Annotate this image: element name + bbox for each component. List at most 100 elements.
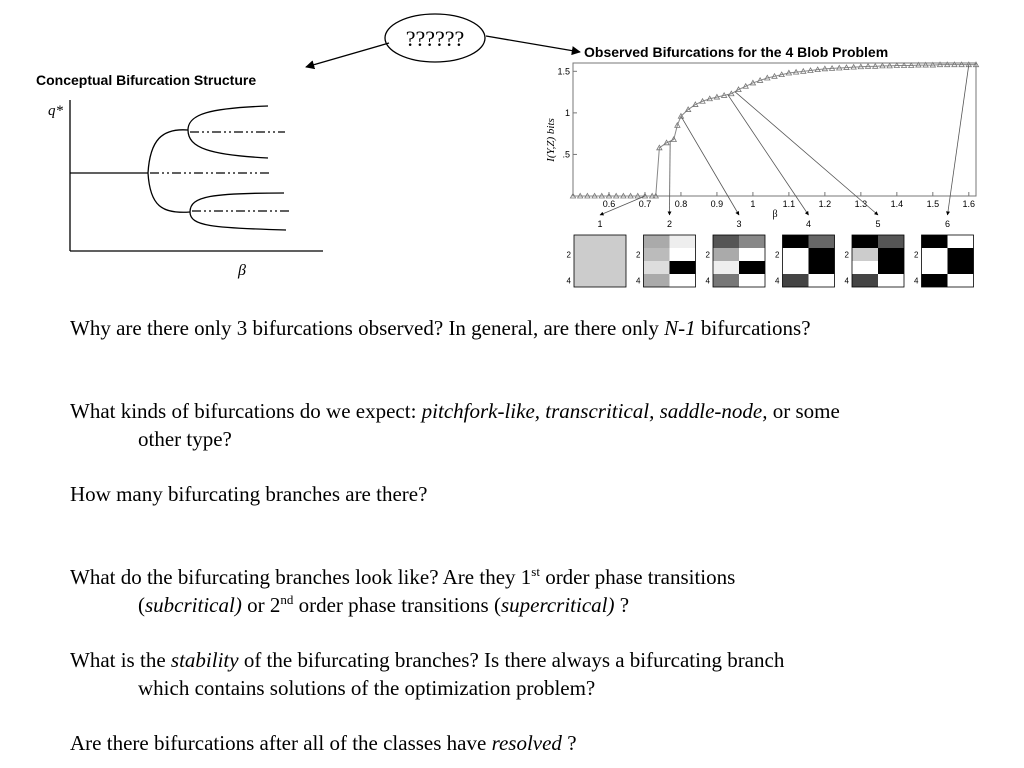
chart-panel-label: 3 (736, 219, 741, 229)
text-run: which contains solutions of the optimiza… (138, 676, 596, 700)
chart-data-point (764, 74, 771, 81)
chart-panel-cell (852, 274, 878, 287)
chart-panel-cell (782, 235, 809, 248)
chart-data-point (958, 61, 965, 68)
chart-data-point (728, 90, 735, 97)
chart-panel-cell (921, 235, 948, 248)
chart-data-point (907, 62, 915, 68)
bubble-text: ?????? (406, 26, 465, 51)
chart-data-point (879, 62, 886, 69)
chart-data-point (871, 62, 879, 69)
question-line: Are there bifurcations after all of the … (70, 731, 577, 755)
chart-panel-cell (878, 248, 904, 261)
chart-data-point (605, 192, 613, 199)
chart-data-point (648, 192, 656, 199)
chart-x-tick-label: 1.3 (855, 199, 868, 209)
chart-x-tick-label: 1.5 (927, 199, 940, 209)
text-run: How many bifurcating branches are there? (70, 482, 428, 506)
chart-panel-axis-label: 4 (567, 277, 572, 286)
chart-x-tick-label: 0.7 (639, 199, 652, 209)
chart-panel-cell (947, 261, 974, 274)
chart-data-point (756, 77, 764, 83)
bubble-arrow-left (305, 42, 390, 70)
chart-data-point (886, 62, 893, 69)
bubble-arrow-right (485, 35, 581, 56)
question-line: What do the bifurcating branches look li… (70, 565, 735, 589)
text-run: ? (561, 731, 577, 755)
chart-panel-link (680, 115, 740, 216)
figure-area: ?????? Conceptual Bifurcation Structure … (36, 13, 980, 288)
text-run: bifurcations? (695, 316, 811, 340)
chart-x-tick-label: 0.9 (711, 199, 724, 209)
chart-panel-cell (739, 261, 765, 274)
text-run: What is the (70, 648, 171, 672)
chart-plot-frame (572, 62, 977, 197)
italic-text: pitchfork-like, transcritical, saddle-no… (421, 399, 768, 423)
italic-text: N-1 (664, 316, 696, 340)
chart-data-point (771, 72, 778, 79)
chart-panel-cell (739, 274, 765, 287)
chart-panel-label: 5 (875, 219, 880, 229)
chart-panel-cell (739, 235, 765, 248)
chart-panel-label: 2 (667, 219, 672, 229)
chart-panel-frame (573, 234, 627, 288)
chart-panel-cell (669, 274, 696, 287)
chart-panel-axis-label: 2 (636, 251, 641, 260)
chart-y-tick-label: .5 (562, 149, 570, 159)
conceptual-figure-title: Conceptual Bifurcation Structure (36, 72, 256, 88)
chart-data-point (699, 97, 706, 104)
chart-data-point (915, 61, 922, 68)
chart-panel-label: 4 (806, 219, 811, 229)
chart-panel-frame (921, 234, 974, 288)
chart-x-label: β (772, 209, 777, 220)
chart-panel-link (599, 195, 646, 216)
chart-data-point (591, 192, 598, 199)
chart-series-line (573, 64, 976, 197)
chart-data-point (893, 62, 901, 68)
chart-data-point (785, 69, 793, 76)
chart-panel-label: 6 (945, 219, 950, 229)
chart-panel-cell (574, 235, 626, 287)
chart-panel-axis-label: 2 (706, 251, 711, 260)
superscript: st (531, 564, 540, 579)
chart-data-point (972, 61, 980, 68)
chart-panel-cell (921, 274, 948, 287)
text-run: of the bifurcating branches? Is there al… (238, 648, 785, 672)
question-bubble: ?????? (305, 13, 581, 70)
conceptual-branches (70, 105, 290, 231)
chart-data-point (652, 192, 660, 199)
text-run: or 2 (241, 593, 281, 617)
question-line: How many bifurcating branches are there? (70, 482, 427, 506)
chart-data-point (814, 66, 821, 73)
chart-data-point (821, 65, 829, 72)
question-line: What is the stability of the bifurcating… (70, 648, 784, 672)
chart-panel-cell (878, 235, 904, 248)
chart-panel: 524 (845, 219, 905, 288)
chart-panel-label: 1 (597, 219, 602, 229)
chart-panel-frame (782, 234, 835, 288)
chart-data-point (850, 63, 857, 70)
chart-panel-cell (669, 248, 696, 261)
chart-x-tick-label: 0.8 (675, 199, 688, 209)
question-line: What kinds of bifurcations do we expect:… (70, 399, 840, 423)
text-run: order phase transitions ( (293, 593, 501, 617)
chart-data-point (943, 61, 951, 68)
bifurcation-chart: Observed Bifurcations for the 4 Blob Pro… (545, 44, 980, 288)
chart-panel-cell (643, 261, 670, 274)
italic-text: stability (170, 648, 239, 672)
chart-panel: 624 (914, 219, 974, 288)
chart-panel-links (599, 64, 970, 216)
chart-data-point (663, 139, 670, 146)
chart-panel-cell (782, 248, 809, 261)
chart-data-point (749, 79, 757, 86)
chart-panel-cell (643, 274, 670, 287)
text-run: Why are there only 3 bifurcations observ… (70, 316, 665, 340)
question-continuation: which contains solutions of the optimiza… (70, 674, 784, 702)
chart-data-point (807, 67, 814, 73)
chart-panel-axis-label: 2 (775, 251, 780, 260)
question-item: How many bifurcating branches are there? (70, 480, 427, 508)
conceptual-x-label: β (237, 262, 246, 279)
question-item: What is the stability of the bifurcating… (70, 646, 784, 702)
chart-data-point (900, 62, 908, 68)
chart-data-point (735, 86, 742, 92)
